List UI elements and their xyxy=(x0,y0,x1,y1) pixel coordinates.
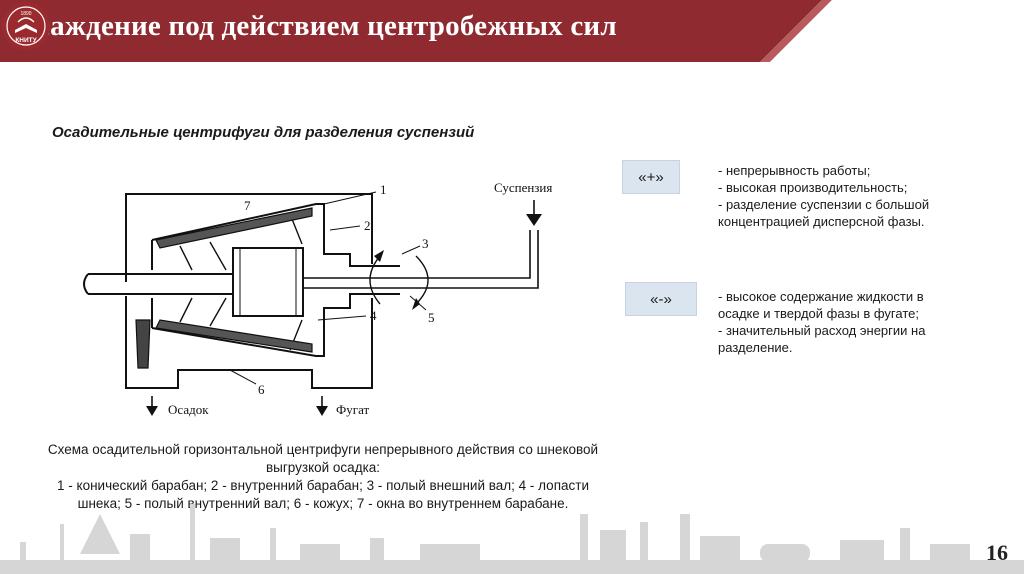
label-7: 7 xyxy=(244,198,251,213)
header-background xyxy=(0,0,1024,62)
label-sediment: Осадок xyxy=(168,402,209,417)
section-subtitle: Осадительные центрифуги для разделения с… xyxy=(52,124,475,141)
university-logo: 1890 КНИТУ xyxy=(2,2,50,50)
industrial-skyline-decoration xyxy=(0,504,1024,574)
disadvantages-badge: «-» xyxy=(625,282,697,316)
label-fugate: Фугат xyxy=(336,402,370,417)
label-5: 5 xyxy=(428,310,435,325)
list-item: разделение. xyxy=(718,340,793,355)
list-item: концентрацией дисперсной фазы. xyxy=(718,214,925,229)
label-suspension: Суспензия xyxy=(494,180,552,195)
list-item: - значительный расход энергии на xyxy=(718,323,926,338)
diagram-caption: Схема осадительной горизонтальной центри… xyxy=(44,441,602,513)
logo-year: 1890 xyxy=(20,11,31,17)
label-6: 6 xyxy=(258,382,265,397)
label-3: 3 xyxy=(422,236,429,251)
advantages-list: - непрерывность работы; - высокая произв… xyxy=(718,162,929,230)
header-bar: Осаждение под действием центробежных сил… xyxy=(0,0,1024,62)
list-item: - непрерывность работы; xyxy=(718,163,871,178)
page-number: 16 xyxy=(986,540,1008,565)
centrifuge-diagram: 1 2 3 4 5 6 7 Суспензия Осадок Фугат xyxy=(83,180,552,417)
label-1: 1 xyxy=(380,182,387,197)
list-item: - высокое содержание жидкости в xyxy=(718,289,924,304)
caption-line: 1 - конический барабан; 2 - внутренний б… xyxy=(57,478,589,511)
list-item: осадке и твердой фазы в фугате; xyxy=(718,306,919,321)
disadvantages-list: - высокое содержание жидкости в осадке и… xyxy=(718,288,925,356)
logo-abbr: КНИТУ xyxy=(15,37,37,44)
caption-line: Схема осадительной горизонтальной центри… xyxy=(47,442,599,475)
list-item: - разделение суспензии с большой xyxy=(718,197,930,212)
advantages-badge: «+» xyxy=(622,160,680,194)
label-4: 4 xyxy=(370,308,377,323)
list-item: - высокая производительность; xyxy=(718,180,908,195)
label-2: 2 xyxy=(364,218,371,233)
slide-title: Осаждение под действием центробежных сил xyxy=(14,10,617,42)
